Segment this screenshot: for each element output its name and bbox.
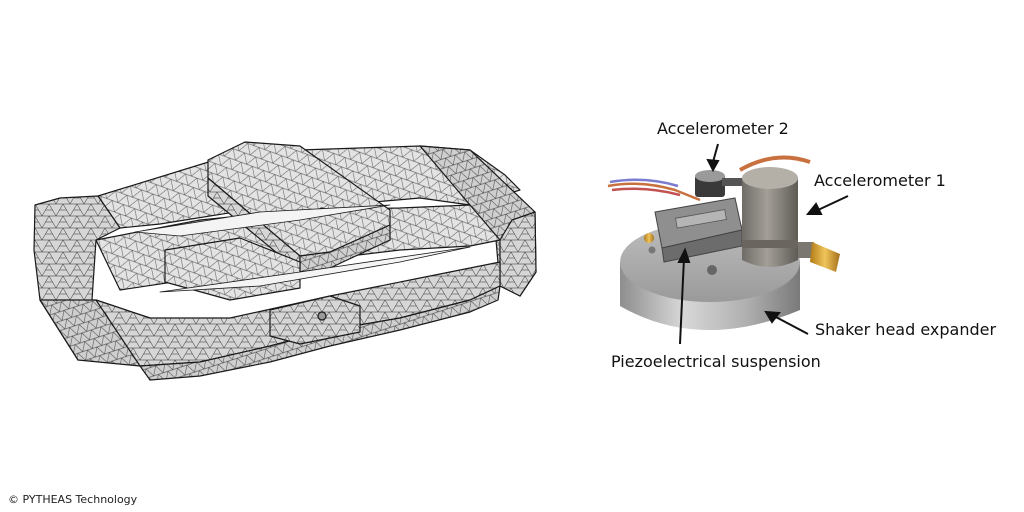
label-accelerometer-1: Accelerometer 1 — [814, 171, 946, 190]
cables — [607, 155, 811, 202]
label-pointers — [677, 143, 849, 345]
mesh-part — [33, 141, 537, 381]
label-shaker-head-expander: Shaker head expander — [815, 320, 997, 339]
accelerometer-2 — [695, 170, 742, 197]
label-piezoelectrical-suspension: Piezoelectrical suspension — [611, 352, 821, 371]
label-accelerometer-2: Accelerometer 2 — [657, 119, 789, 138]
copyright-notice: © PYTHEAS Technology — [8, 493, 138, 506]
accelerometer-1 — [742, 167, 840, 272]
